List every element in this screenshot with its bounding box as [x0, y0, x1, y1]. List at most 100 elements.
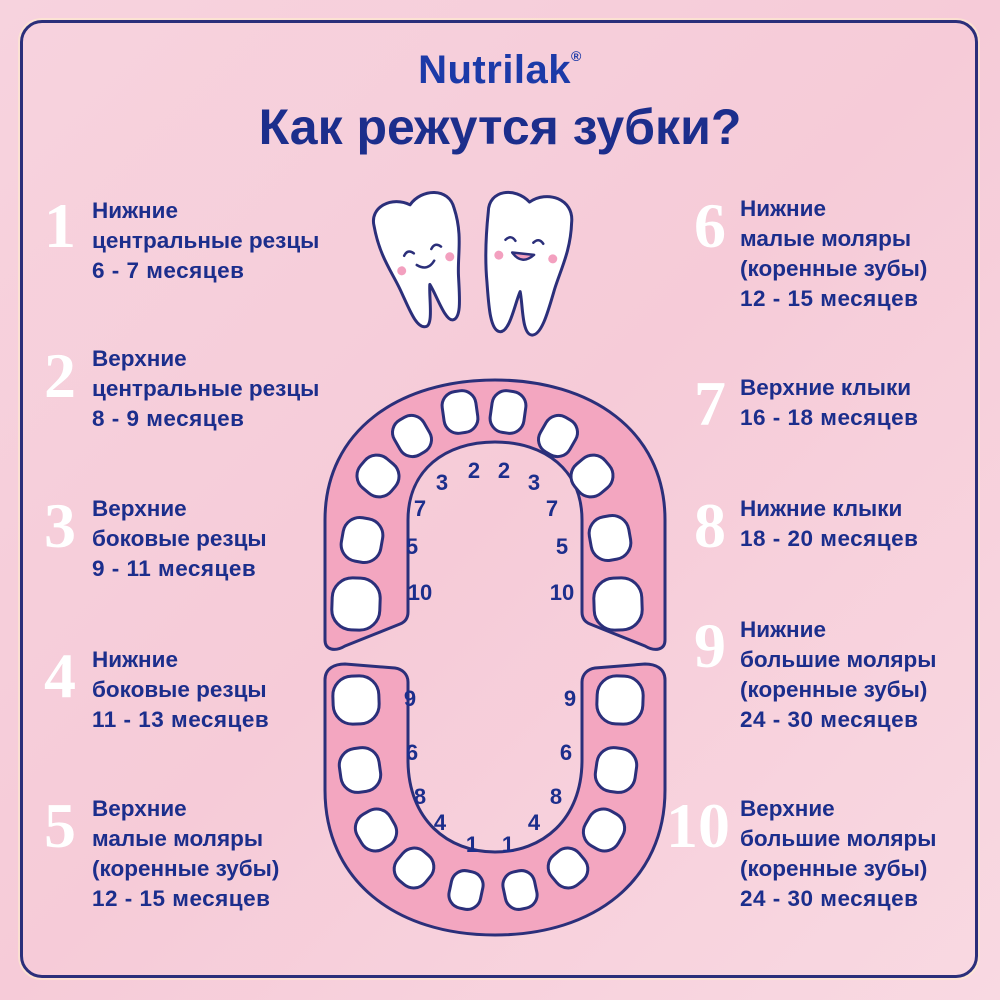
- stage-text: Верхние малые моляры (коренные зубы) 12 …: [92, 794, 279, 914]
- tooth: [595, 674, 645, 726]
- tooth: [331, 674, 381, 726]
- lower-teeth: [331, 674, 645, 911]
- stage-number: 3: [44, 490, 76, 561]
- stage-line1: Нижние: [92, 647, 178, 672]
- stage-text: Верхние боковые резцы 9 - 11 месяцев: [92, 494, 267, 584]
- stage-line2: центральные резцы: [92, 376, 320, 401]
- tooth: [537, 413, 579, 459]
- stage-number: 5: [44, 790, 76, 861]
- page-title: Как режутся зубки?: [258, 99, 742, 155]
- stage-age: 12 - 15 месяцев: [92, 886, 271, 911]
- jaw-label: 10: [550, 580, 574, 605]
- tooth: [339, 516, 385, 564]
- jaw-label: 9: [404, 686, 416, 711]
- upper-teeth: [330, 389, 644, 632]
- tooth: [440, 389, 480, 435]
- stage-line3: (коренные зубы): [92, 856, 280, 881]
- stage-number: 2: [44, 340, 76, 411]
- tooth: [569, 453, 615, 499]
- stage-text: Нижние большие моляры (коренные зубы) 24…: [740, 615, 936, 735]
- jaw-label: 7: [546, 496, 558, 521]
- stage-number: 4: [44, 640, 76, 711]
- tooth: [391, 413, 433, 459]
- jaw-label: 5: [406, 534, 418, 559]
- stage-age: 11 - 13 месяцев: [92, 707, 270, 732]
- jaw-label: 10: [408, 580, 432, 605]
- stage-number: 7: [694, 368, 726, 439]
- tooth: [337, 746, 383, 794]
- stage-age: 12 - 15 месяцев: [740, 286, 919, 311]
- stage-line2: боковые резцы: [92, 677, 267, 702]
- stage-line2: боковые резцы: [92, 526, 267, 551]
- stage-age: 24 - 30 месяцев: [740, 707, 919, 732]
- stage-line1: Верхние: [92, 796, 187, 821]
- tooth: [546, 846, 590, 890]
- frame-border: [20, 20, 978, 978]
- jaw-label: 8: [414, 784, 426, 809]
- stage-line2: малые моляры: [92, 826, 264, 851]
- stage-line1: Нижние: [92, 198, 178, 223]
- jaw-label: 3: [436, 470, 448, 495]
- stage-age: 16 - 18 месяцев: [740, 405, 919, 430]
- tooth: [593, 746, 639, 794]
- stage-age: 24 - 30 месяцев: [740, 886, 919, 911]
- stage-age: 18 - 20 месяцев: [740, 526, 919, 551]
- jaw-label: 4: [528, 810, 541, 835]
- stage-line1: Верхние: [92, 346, 187, 371]
- tooth: [581, 807, 627, 853]
- brand-logo: Nutrilak®: [0, 48, 1000, 93]
- jaw-label: 6: [406, 740, 418, 765]
- tooth: [447, 869, 485, 911]
- stage-text: Нижние клыки 18 - 20 месяцев: [740, 494, 918, 554]
- stage-number: 10: [666, 790, 730, 861]
- stage-line1: Нижние: [740, 196, 826, 221]
- brand-name: Nutrilak: [418, 48, 572, 92]
- stage-line3: (коренные зубы): [740, 677, 928, 702]
- stage-text: Нижние центральные резцы 6 - 7 месяцев: [92, 196, 319, 286]
- stage-number: 1: [44, 190, 76, 261]
- tooth: [355, 453, 401, 499]
- stage-line2: центральные резцы: [92, 228, 320, 253]
- tooth: [587, 514, 633, 562]
- stage-line3: (коренные зубы): [740, 256, 928, 281]
- jaw-label: 8: [550, 784, 562, 809]
- tooth: [501, 869, 539, 911]
- jaw-label: 3: [528, 470, 540, 495]
- stage-text: Верхние клыки 16 - 18 месяцев: [740, 373, 918, 433]
- jaw-label: 2: [468, 458, 480, 483]
- stage-line2: малые моляры: [740, 226, 912, 251]
- stage-age: 8 - 9 месяцев: [92, 406, 245, 431]
- stage-text: Нижние боковые резцы 11 - 13 месяцев: [92, 645, 269, 735]
- brand-registered-mark: ®: [571, 48, 582, 64]
- smiling-teeth-illustration: [371, 190, 574, 337]
- stage-age: 6 - 7 месяцев: [92, 258, 245, 283]
- stage-line2: большие моляры: [740, 647, 937, 672]
- stage-line1: Нижние: [740, 617, 826, 642]
- jaw-label: 1: [466, 832, 478, 857]
- stage-number: 6: [694, 190, 726, 261]
- tooth: [330, 576, 382, 632]
- tooth: [488, 389, 528, 435]
- stage-text: Верхние большие моляры (коренные зубы) 2…: [740, 794, 936, 914]
- stage-line2: большие моляры: [740, 826, 937, 851]
- stage-number: 8: [694, 490, 726, 561]
- tooth: [392, 846, 436, 890]
- tooth: [353, 807, 399, 853]
- right-tooth-character: [484, 190, 574, 337]
- jaw-label: 6: [560, 740, 572, 765]
- stage-line1: Верхние: [92, 496, 187, 521]
- jaw-label: 1: [502, 832, 514, 857]
- jaw-label: 9: [564, 686, 576, 711]
- stage-age: 9 - 11 месяцев: [92, 556, 257, 581]
- tooth: [592, 576, 644, 632]
- stage-line1: Верхние клыки: [740, 375, 912, 400]
- stage-text: Нижние малые моляры (коренные зубы) 12 -…: [740, 194, 927, 314]
- stage-number: 9: [694, 610, 726, 681]
- jaw-label: 4: [434, 810, 447, 835]
- frame-highlight: [18, 18, 980, 980]
- left-tooth-character: [371, 191, 461, 329]
- jaw-label: 2: [498, 458, 510, 483]
- stage-line1: Верхние: [740, 796, 835, 821]
